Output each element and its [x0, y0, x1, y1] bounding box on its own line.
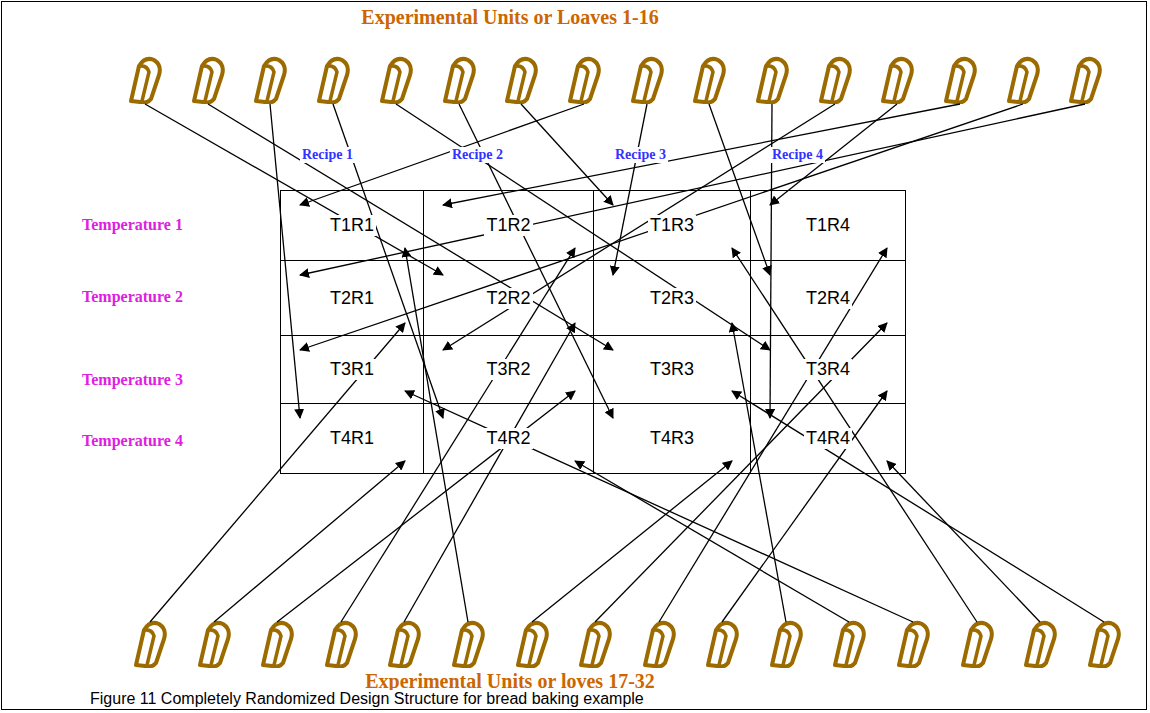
- treatment-cell: T2R2: [423, 260, 594, 336]
- assignment-arrow: [270, 104, 300, 418]
- cell-text: T4R1: [328, 428, 376, 449]
- loaf: [1071, 59, 1100, 103]
- figure-title: Experimental Units or Loaves 1-16: [359, 6, 660, 29]
- loaf: [194, 59, 223, 103]
- treatment-cell: T4R3: [593, 403, 751, 474]
- assignment-arrow: [722, 391, 887, 622]
- treatment-cell: T1R2: [423, 190, 594, 261]
- bottom-loaves: [136, 623, 1119, 667]
- loaf: [883, 59, 912, 103]
- loaf: [518, 623, 547, 667]
- loaf: [507, 59, 536, 103]
- assignment-arrow: [443, 104, 835, 350]
- column-label: Recipe 2: [450, 147, 505, 163]
- treatment-cell: T3R3: [593, 335, 751, 404]
- treatment-cell: T4R1: [280, 403, 424, 474]
- treatment-cell: T3R4: [750, 335, 906, 404]
- assignment-arrow: [575, 461, 849, 622]
- treatment-cell: T3R1: [280, 335, 424, 404]
- loaf: [581, 623, 610, 667]
- loaf: [835, 623, 864, 667]
- assignment-arrow: [732, 248, 977, 622]
- row-label: Temperature 3: [80, 371, 185, 389]
- cell-text: T2R1: [328, 288, 376, 309]
- loaf: [319, 59, 348, 103]
- loaf: [963, 623, 992, 667]
- treatment-cell: T4R2: [423, 403, 594, 474]
- row-label: Temperature 4: [80, 432, 185, 450]
- row-label: Temperature 2: [80, 288, 185, 306]
- cell-text: T3R2: [484, 359, 532, 380]
- loaf: [1009, 59, 1038, 103]
- cell-text: T2R4: [804, 288, 852, 309]
- treatment-cell: T2R4: [750, 260, 906, 336]
- cell-text: T3R1: [328, 359, 376, 380]
- assignment-arrow: [208, 104, 613, 350]
- row-label: Temperature 1: [80, 216, 185, 234]
- loaf: [772, 623, 801, 667]
- loaf: [695, 59, 724, 103]
- cell-text: T2R3: [648, 288, 696, 309]
- loaf: [382, 59, 411, 103]
- loaf: [390, 623, 419, 667]
- assignment-arrow: [214, 461, 405, 622]
- treatment-cell: T1R3: [593, 190, 751, 261]
- assignment-arrow: [595, 323, 887, 622]
- column-label: Recipe 1: [300, 147, 355, 163]
- cell-text: T1R4: [804, 215, 852, 236]
- loaf: [633, 59, 662, 103]
- loaf: [821, 59, 850, 103]
- loaf: [708, 623, 737, 667]
- loaf: [131, 59, 160, 103]
- assignment-arrow: [405, 248, 468, 622]
- assignment-arrow: [341, 248, 575, 622]
- cell-text: T4R2: [484, 428, 532, 449]
- loaf: [1090, 623, 1119, 667]
- assignment-arrows: [145, 104, 1104, 622]
- assignment-arrow: [887, 461, 1040, 622]
- treatment-cell: T2R1: [280, 260, 424, 336]
- loaf: [758, 59, 787, 103]
- cell-text: T4R3: [648, 428, 696, 449]
- assignment-arrow: [396, 104, 770, 350]
- column-label: Recipe 4: [770, 147, 825, 163]
- column-label: Recipe 3: [613, 147, 668, 163]
- assignment-arrow: [145, 104, 443, 275]
- loaf: [200, 623, 229, 667]
- loaf: [136, 623, 165, 667]
- loaf: [263, 623, 292, 667]
- assignment-arrow: [277, 391, 575, 622]
- cell-text: T3R4: [804, 359, 852, 380]
- loaf: [327, 623, 356, 667]
- loaf: [946, 59, 975, 103]
- cell-text: T2R2: [484, 288, 532, 309]
- top-loaves: [131, 59, 1100, 103]
- assignment-arrow: [732, 323, 786, 622]
- treatment-cell: T1R4: [750, 190, 906, 261]
- assignment-arrow: [732, 391, 1104, 622]
- assignment-arrow: [150, 323, 405, 622]
- cell-text: T3R3: [648, 359, 696, 380]
- loaf: [445, 59, 474, 103]
- loaf: [1026, 623, 1055, 667]
- cell-text: T1R2: [484, 215, 532, 236]
- cell-text: T1R3: [648, 215, 696, 236]
- loaf: [645, 623, 674, 667]
- assignment-arrow: [532, 461, 732, 622]
- figure-caption: Figure 11 Completely Randomized Design S…: [88, 690, 646, 708]
- treatment-cell: T1R1: [280, 190, 424, 261]
- loaf: [899, 623, 928, 667]
- loaf: [256, 59, 285, 103]
- treatment-cell: T3R2: [423, 335, 594, 404]
- cell-text: T1R1: [328, 215, 376, 236]
- cell-text: T4R4: [804, 428, 852, 449]
- assignment-arrow: [404, 323, 575, 622]
- loaf: [454, 623, 483, 667]
- assignment-arrow: [405, 391, 913, 622]
- treatment-cell: T2R3: [593, 260, 751, 336]
- treatment-cell: T4R4: [750, 403, 906, 474]
- loaf: [570, 59, 599, 103]
